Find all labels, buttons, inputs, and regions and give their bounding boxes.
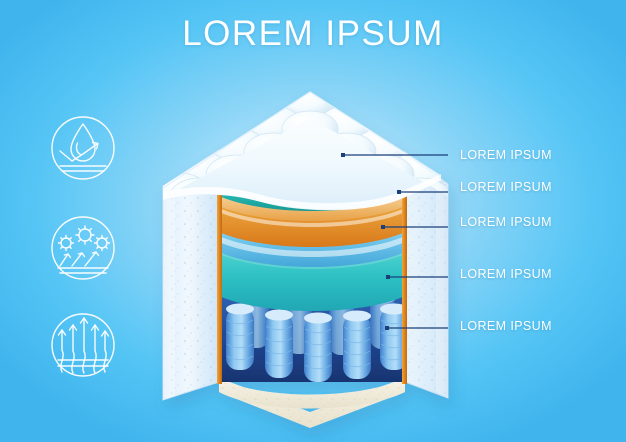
leader-dot-5 — [385, 326, 389, 330]
edge-binding-left — [217, 186, 222, 384]
coil — [343, 310, 371, 379]
coil — [226, 303, 254, 370]
coil — [380, 303, 405, 370]
leader-dot-1 — [341, 153, 345, 157]
callout-label-memory-foam: LOREM IPSUM — [460, 215, 552, 229]
edge-binding-right — [402, 186, 407, 384]
side-panel-left — [162, 149, 220, 401]
coil — [265, 309, 293, 378]
germ-shield-icon — [51, 216, 115, 280]
leader-dot-4 — [386, 275, 390, 279]
leader-dot-3 — [381, 225, 385, 229]
water-drop-repel-icon — [51, 116, 115, 180]
leader-dot-2 — [397, 190, 401, 194]
callout-label-quilted-top: LOREM IPSUM — [460, 148, 552, 162]
coil-row — [226, 292, 405, 382]
callout-label-support-foam: LOREM IPSUM — [460, 267, 552, 281]
side-panel-right — [404, 151, 449, 399]
quilted-top-cover — [162, 91, 448, 211]
callout-label-pocket-coils: LOREM IPSUM — [460, 319, 552, 333]
base-foam-layer — [219, 378, 405, 428]
mattress-body — [162, 91, 449, 428]
coil — [304, 312, 332, 382]
air-flow-icon — [51, 313, 115, 377]
page-title: LOREM IPSUM — [182, 14, 444, 53]
pocket-springs-layer — [219, 292, 405, 382]
callout-label-cooling-film: LOREM IPSUM — [460, 180, 552, 194]
